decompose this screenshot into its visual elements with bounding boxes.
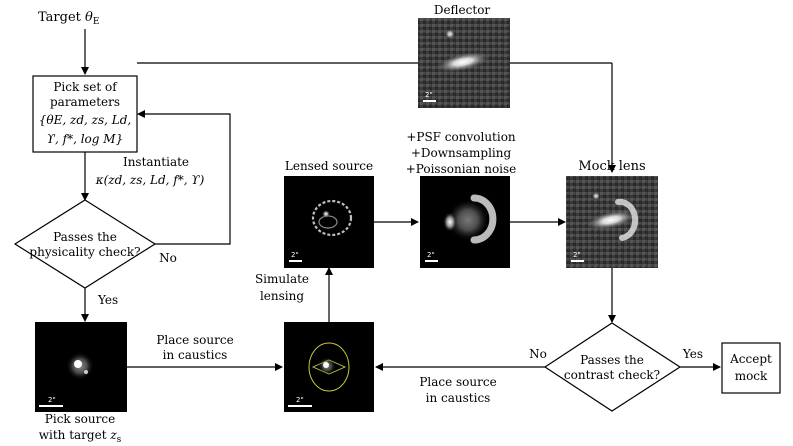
lensed-scale: 2" (291, 251, 299, 259)
deflector-scale: 2" (425, 91, 433, 99)
place-source-line-1: Place source (156, 333, 233, 347)
contrast-no-label: No (529, 347, 547, 361)
accept-line-1: Accept (729, 352, 772, 366)
caustics-scale: 2" (296, 396, 304, 404)
params-line-2: parameters (50, 95, 120, 109)
instantiate-label: Instantiate (123, 155, 189, 169)
source-scale: 2" (48, 396, 56, 404)
place-source-line-2: in caustics (163, 348, 228, 362)
contrast-check-diamond (543, 322, 682, 412)
params-line-4: ϒ, f*, log M} (47, 132, 123, 146)
place-source-right-line-1: Place source (419, 375, 496, 389)
simulate-line-1: Simulate (255, 272, 309, 286)
contrast-yes-label: Yes (682, 347, 703, 361)
source-image: 2" (35, 322, 127, 412)
processing-line-3: +Poissonian noise (406, 162, 517, 176)
physicality-line-2: physicality check? (29, 245, 140, 259)
deflector-title: Deflector (434, 3, 491, 17)
physicality-check-diamond (13, 199, 157, 289)
caustics-image: 2" (284, 322, 374, 412)
physicality-line-1: Passes the (53, 230, 117, 244)
parameters-box (32, 75, 138, 153)
arrow-physicality-no-loop (137, 110, 231, 245)
pick-source-line-1: Pick source (45, 412, 115, 426)
simulate-line-2: lensing (260, 289, 304, 303)
mock-lens-title: Mock lens (578, 159, 645, 174)
lensed-source-image: 2" (284, 176, 374, 268)
target-label: Target θE (38, 10, 99, 27)
processing-line-1: +PSF convolution (406, 130, 516, 144)
physicality-yes-label: Yes (97, 293, 118, 307)
pick-source-line-2: with target zs (39, 428, 122, 445)
place-source-right-line-2: in caustics (426, 391, 491, 405)
mock-lens-image: 2" (566, 176, 658, 268)
connectors (81, 29, 721, 371)
processed-image: 2" (420, 176, 510, 268)
physicality-no-label: No (159, 251, 177, 265)
deflector-image: 2" (418, 18, 510, 108)
mock-scale: 2" (573, 251, 581, 259)
params-line-1: Pick set of (53, 80, 118, 94)
params-line-3: {θE, zd, zs, Ld, (39, 113, 131, 127)
lensed-source-title: Lensed source (285, 159, 373, 173)
processing-line-2: +Downsampling (411, 146, 512, 160)
contrast-line-2: contrast check? (564, 368, 660, 382)
instantiate-formula: κ(zd, zs, Ld, f*, ϒ) (95, 173, 205, 187)
processed-scale: 2" (427, 251, 435, 259)
contrast-line-1: Passes the (580, 353, 644, 367)
accept-mock-box (721, 342, 781, 394)
accept-line-2: mock (735, 369, 768, 383)
